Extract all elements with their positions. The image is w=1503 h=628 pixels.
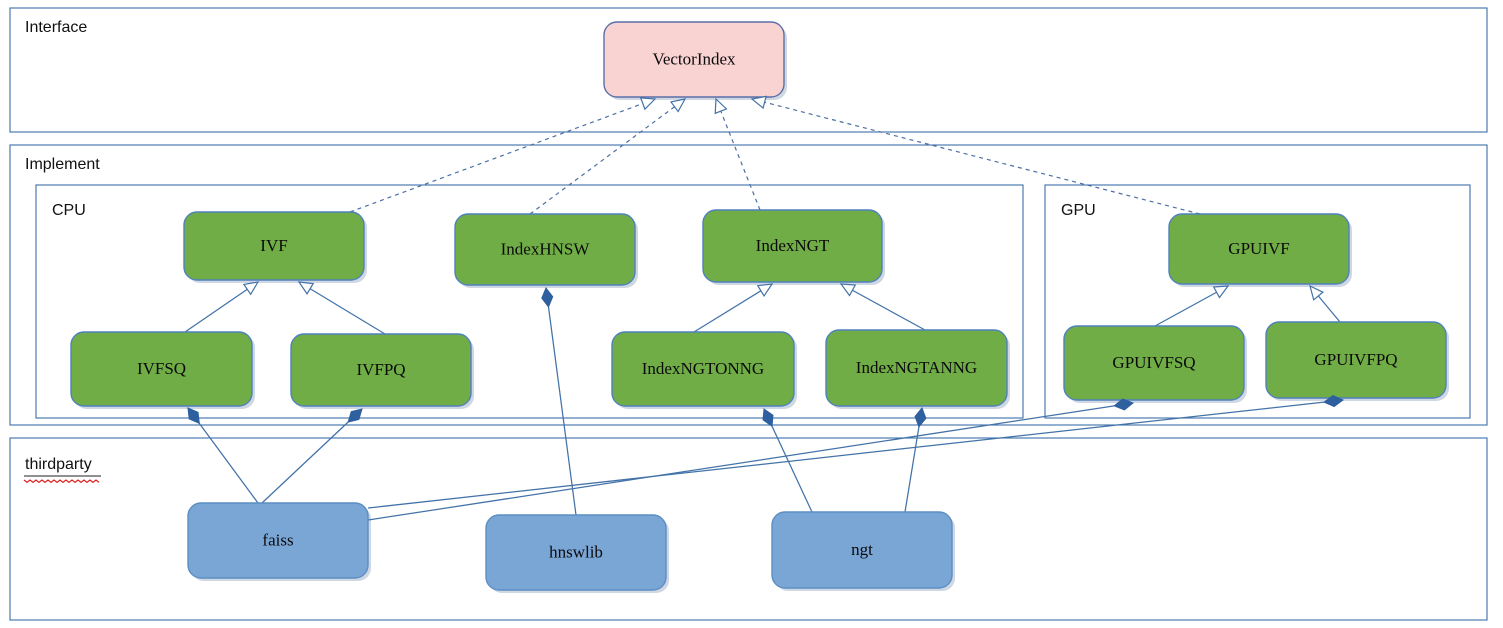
node-ngt[interactable]: ngt xyxy=(771,511,955,591)
container-interface-label: Interface xyxy=(25,19,87,36)
node-gpuivfpq-rect[interactable] xyxy=(1265,321,1447,399)
container-cpu-label: CPU xyxy=(52,202,86,219)
node-ivf-rect[interactable] xyxy=(183,211,365,281)
edge-layer xyxy=(184,98,1344,521)
edge-indexngtonng-indexngt-line xyxy=(693,283,773,333)
edge-indexngtanng-indexngt[interactable] xyxy=(840,283,926,331)
node-ivfsq-label: IVFSQ xyxy=(137,359,186,378)
node-gpuivf-rect[interactable] xyxy=(1168,213,1350,285)
edge-hnswlib-indexhnsw-filled-diamond-icon xyxy=(541,287,554,308)
node-faiss-label: faiss xyxy=(262,530,293,549)
edge-faiss-ivfsq-filled-diamond-icon xyxy=(187,407,200,425)
node-vectorindex-label: VectorIndex xyxy=(652,49,736,68)
node-indexngtonng[interactable]: IndexNGTONNG xyxy=(611,331,797,409)
node-indexngtanng[interactable]: IndexNGTANNG xyxy=(825,329,1010,409)
node-gpuivf[interactable]: GPUIVF xyxy=(1168,213,1352,287)
node-indexngtanng-label: IndexNGTANNG xyxy=(856,358,977,377)
node-hnswlib-rect[interactable] xyxy=(485,514,667,591)
edge-faiss-gpuivfpq-line xyxy=(367,399,1344,509)
node-indexngtanng-rect[interactable] xyxy=(825,329,1008,407)
edge-ivfsq-ivf-line xyxy=(184,281,259,333)
edge-gpuivf-vectorindex-line xyxy=(751,98,1201,215)
node-ivf-label: IVF xyxy=(260,236,287,255)
edge-ivfpq-ivf-hollow-triangle-icon xyxy=(297,281,315,295)
edge-ivfpq-ivf-line xyxy=(298,281,386,335)
edge-ivfsq-ivf-hollow-triangle-icon xyxy=(242,281,260,296)
edge-faiss-gpuivfpq-filled-diamond-icon xyxy=(1323,395,1344,408)
edge-gpuivf-vectorindex[interactable] xyxy=(751,98,1201,215)
edge-ivfpq-ivf[interactable] xyxy=(298,281,386,335)
edge-faiss-gpuivfpq[interactable] xyxy=(367,399,1344,509)
edge-gpuivf-vectorindex-hollow-triangle-icon xyxy=(750,95,767,110)
edge-gpuivfsq-gpuivf-hollow-triangle-icon xyxy=(1212,285,1230,299)
node-indexngt-label: IndexNGT xyxy=(756,236,830,255)
node-ivfpq-rect[interactable] xyxy=(290,333,472,407)
node-indexngtonng-label: IndexNGTONNG xyxy=(642,359,764,378)
node-indexhnsw[interactable]: IndexHNSW xyxy=(454,213,638,288)
edge-ivf-vectorindex[interactable] xyxy=(349,98,656,213)
edge-faiss-gpuivfsq-line xyxy=(367,402,1134,521)
edge-hnswlib-indexhnsw[interactable] xyxy=(545,287,577,516)
node-gpuivfsq[interactable]: GPUIVFSQ xyxy=(1063,325,1247,403)
node-vectorindex-rect[interactable] xyxy=(603,21,785,98)
node-ivfsq-rect[interactable] xyxy=(70,331,253,407)
node-ivfpq-label: IVFPQ xyxy=(356,360,405,379)
edge-ivfsq-ivf[interactable] xyxy=(184,281,259,333)
node-indexngt[interactable]: IndexNGT xyxy=(702,209,885,285)
edge-indexhnsw-vectorindex[interactable] xyxy=(529,98,686,215)
node-ivfpq[interactable]: IVFPQ xyxy=(290,333,474,409)
node-gpuivf-label: GPUIVF xyxy=(1228,239,1289,258)
node-ngt-rect[interactable] xyxy=(771,511,953,589)
node-faiss[interactable]: faiss xyxy=(187,502,371,581)
edge-indexhnsw-vectorindex-hollow-triangle-icon xyxy=(669,98,687,113)
node-faiss-rect[interactable] xyxy=(187,502,369,579)
edge-ivf-vectorindex-line xyxy=(349,98,656,213)
edge-gpuivfsq-gpuivf-line xyxy=(1154,285,1229,327)
node-ivfsq[interactable]: IVFSQ xyxy=(70,331,255,409)
node-indexhnsw-rect[interactable] xyxy=(454,213,636,286)
edge-indexngt-vectorindex[interactable] xyxy=(715,98,761,211)
spellcheck-squiggle-icon xyxy=(23,479,100,484)
container-gpu-label: GPU xyxy=(1061,202,1096,219)
edge-gpuivfsq-gpuivf[interactable] xyxy=(1154,285,1229,327)
edge-faiss-gpuivfsq[interactable] xyxy=(367,402,1134,521)
edge-indexngtanng-indexngt-hollow-triangle-icon xyxy=(839,283,857,297)
edge-indexngtanng-indexngt-line xyxy=(840,283,926,331)
edge-indexngtonng-indexngt-hollow-triangle-icon xyxy=(756,283,774,298)
node-ngt-label: ngt xyxy=(851,540,873,559)
edge-indexhnsw-vectorindex-line xyxy=(529,98,686,215)
node-gpuivfsq-label: GPUIVFSQ xyxy=(1112,353,1195,372)
edge-ngt-indexngtonng-filled-diamond-icon xyxy=(762,408,774,428)
node-hnswlib-label: hnswlib xyxy=(549,542,603,561)
node-gpuivfpq-label: GPUIVFPQ xyxy=(1314,350,1397,369)
container-implement-label: Implement xyxy=(25,156,100,173)
edge-hnswlib-indexhnsw-line xyxy=(545,287,577,516)
edge-faiss-ivfpq-filled-diamond-icon xyxy=(347,408,363,423)
container-thirdparty-label: thirdparty xyxy=(25,456,92,473)
node-indexhnsw-label: IndexHNSW xyxy=(501,239,591,258)
node-indexngt-rect[interactable] xyxy=(702,209,883,283)
node-gpuivfsq-rect[interactable] xyxy=(1063,325,1245,401)
edge-faiss-gpuivfsq-filled-diamond-icon xyxy=(1113,398,1134,411)
edge-ngt-indexngtanng-filled-diamond-icon xyxy=(914,407,927,428)
edge-ivf-vectorindex-hollow-triangle-icon xyxy=(639,97,657,111)
edge-faiss-ivfpq[interactable] xyxy=(261,408,363,504)
node-indexngtonng-rect[interactable] xyxy=(611,331,795,407)
edge-indexngt-vectorindex-hollow-triangle-icon xyxy=(714,97,728,115)
node-gpuivfpq[interactable]: GPUIVFPQ xyxy=(1265,321,1449,401)
node-hnswlib[interactable]: hnswlib xyxy=(485,514,669,593)
edge-faiss-ivfpq-line xyxy=(261,408,363,504)
edge-gpuivfpq-gpuivf-hollow-triangle-icon xyxy=(1309,284,1325,301)
arrowhead-layer xyxy=(187,95,1344,428)
edge-indexngt-vectorindex-line xyxy=(715,98,761,211)
node-ivf[interactable]: IVF xyxy=(183,211,367,283)
edge-indexngtonng-indexngt[interactable] xyxy=(693,283,773,333)
node-vectorindex[interactable]: VectorIndex xyxy=(603,21,787,100)
